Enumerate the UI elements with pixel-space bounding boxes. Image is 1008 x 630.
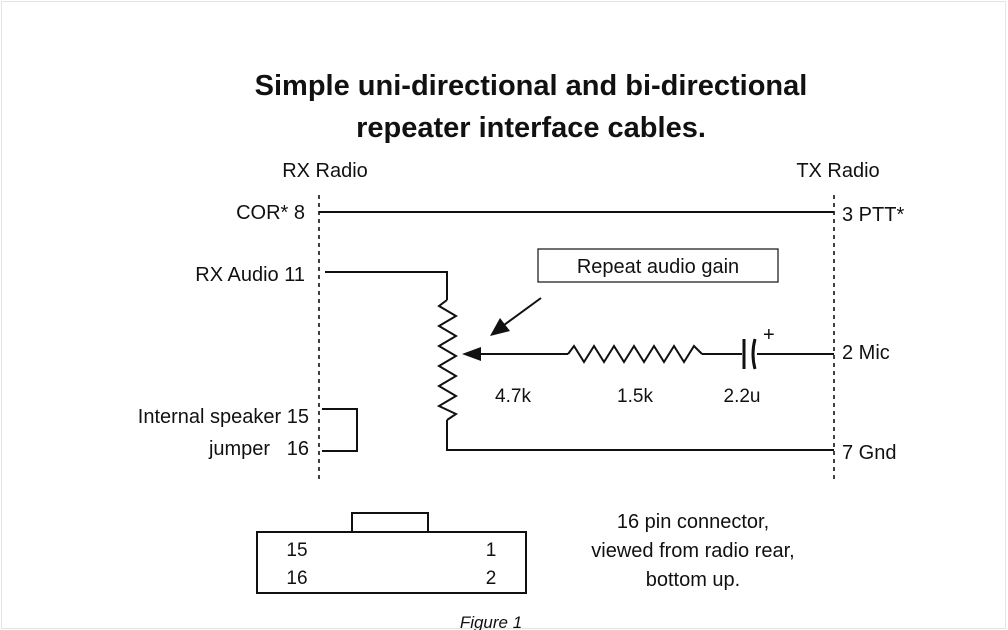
diagram-title-line1: Simple uni-directional and bi-directiona… (255, 70, 808, 102)
connector-pin-1: 1 (486, 540, 497, 561)
capacitor-value-label: 2.2u (724, 386, 761, 407)
pot-value-label: 4.7k (495, 386, 531, 407)
capacitor-polarity-mark: + (763, 324, 775, 346)
ground-wire (446, 420, 834, 451)
connector-pin-2: 2 (486, 568, 497, 589)
connector-description-line3: bottom up. (646, 569, 741, 591)
speaker-pin-label: Internal speaker 15 (138, 406, 309, 428)
ptt-pin-label: 3 PTT* (842, 204, 904, 226)
connector-description-line1: 16 pin connector, (617, 511, 769, 533)
speaker-jumper-bracket (322, 408, 358, 452)
callout-arrow-icon (490, 318, 510, 336)
connector-key-tab (351, 512, 429, 534)
mic-pin-label: 2 Mic (842, 342, 890, 364)
tx-radio-header: TX Radio (796, 160, 879, 182)
rx-radio-header: RX Radio (282, 160, 368, 182)
potentiometer-symbol (436, 299, 459, 421)
diagram-title-line2: repeater interface cables. (356, 112, 706, 144)
resistor-symbol (567, 344, 703, 364)
gain-callout-box (537, 248, 779, 283)
gain-callout-label: Repeat audio gain (577, 256, 739, 278)
gnd-pin-label: 7 Gnd (842, 442, 896, 464)
connector-body (256, 531, 527, 594)
rx-audio-pin-label: RX Audio 11 (195, 264, 305, 286)
capacitor-plate-right (751, 338, 757, 370)
cor-pin-label: COR* 8 (236, 202, 305, 224)
callout-pointer-line (503, 297, 542, 326)
connector-description-line2: viewed from radio rear, (591, 540, 794, 562)
rx-audio-wire (325, 271, 448, 300)
jumper-pin-label: jumper 16 (208, 438, 309, 460)
wiper-arrow-icon (462, 347, 481, 361)
connector-pin-16: 16 (286, 568, 307, 589)
figure-caption: Figure 1 (460, 613, 522, 630)
resistor-value-label: 1.5k (617, 386, 653, 407)
connector-pin-15: 15 (286, 540, 307, 561)
